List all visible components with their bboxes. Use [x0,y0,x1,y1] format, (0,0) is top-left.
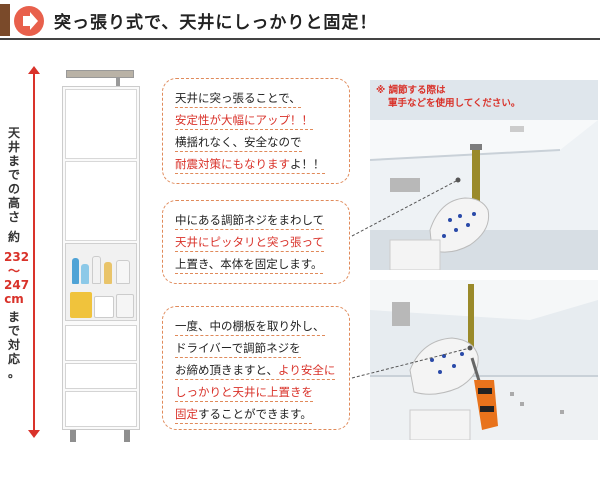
chevron-right-icon [14,6,44,36]
open-shelf [65,243,137,321]
height-unit: cm [4,292,24,306]
photo-adjust-by-screwdriver-image [370,280,598,440]
arrow-up-icon [28,66,40,74]
height-tilde: ～ [7,264,20,278]
height-min: 232 [4,250,30,264]
header-banner: 突っ張り式で、天井にしっかりと固定！ [0,0,600,40]
glove-note-line2: 軍手などを使用してください。 [388,98,521,109]
bottle [81,264,89,284]
callout-line: 上置き、本体を固定します。 [175,253,337,275]
callout-line: 天井にピッタリと突っ張って [175,231,337,253]
bottle [104,262,112,284]
callout-line: しっかりと天井に上置きを [175,381,337,403]
glove-note-line1: ※ 調節する際は [376,85,446,96]
arrow-down-icon [28,430,40,438]
callout-stability-text: 天井に突っ張ることで、安定性が大幅にアップ！！横揺れなく、安全なので耐震対策にも… [175,87,337,175]
towel [70,292,92,318]
upper-door [65,89,137,159]
callout-adjust-screw: 中にある調節ネジをまわして天井にピッタリと突っ張って上置き、本体を固定します。 [162,200,350,284]
callout-line: お締め頂きますと、より安全に [175,359,337,381]
tension-post [116,78,120,88]
drawer [65,391,137,427]
height-dimension-line [33,72,35,432]
cabinet-illustration [62,64,140,444]
height-suffix: まで対応。 [7,310,20,380]
page-title: 突っ張り式で、天井にしっかりと固定！ [54,13,378,33]
callout-screwdriver: 一度、中の棚板を取り外し、ドライバーで調節ネジをお締め頂きますと、より安全にしっ… [162,306,350,430]
photo-adjust-by-screwdriver [370,280,598,440]
callout-line: 安定性が大幅にアップ！！ [175,109,337,131]
callout-line: 中にある調節ネジをまわして [175,209,337,231]
callout-line: ドライバーで調節ネジを [175,337,337,359]
height-label: 天井までの高さ 約 232 ～ 247 cm まで対応。 [4,126,30,380]
bottle [92,256,101,284]
cabinet-leg [124,430,130,442]
glove-note: ※ 調節する際は 軍手などを使用してください。 [376,84,520,110]
height-max: 247 [4,278,30,292]
connector-line [351,179,459,237]
towel [94,296,114,318]
height-label-text: 天井までの高さ [7,126,20,224]
callout-adjust-screw-text: 中にある調節ネジをまわして天井にピッタリと突っ張って上置き、本体を固定します。 [175,209,337,275]
connector-dot [455,177,461,183]
callout-line: 耐震対策にもなりますよ！！ [175,153,337,175]
bottle [72,258,79,284]
callout-line: 固定することができます。 [175,403,337,425]
cabinet-body [62,86,140,430]
callout-line: 一度、中の棚板を取り外し、 [175,315,337,337]
middle-door [65,161,137,241]
callout-screwdriver-text: 一度、中の棚板を取り外し、ドライバーで調節ネジをお締め頂きますと、より安全にしっ… [175,315,337,425]
drawer [65,325,137,361]
photo-adjust-by-hand-image [370,80,598,270]
callout-line: 天井に突っ張ることで、 [175,87,337,109]
callout-line: 横揺れなく、安全なので [175,131,337,153]
towel [116,294,134,318]
header-accent-block [0,4,10,36]
callout-stability: 天井に突っ張ることで、安定性が大幅にアップ！！横揺れなく、安全なので耐震対策にも… [162,78,350,184]
cabinet-leg [70,430,76,442]
ceiling-brace [66,70,134,78]
connector-dot [467,345,473,351]
header-divider [0,38,600,40]
photo-adjust-by-hand: ※ 調節する際は 軍手などを使用してください。 [370,80,598,270]
bottle [116,260,130,284]
connector-line [351,347,471,379]
drawer [65,363,137,389]
height-approx: 約 [7,230,20,244]
